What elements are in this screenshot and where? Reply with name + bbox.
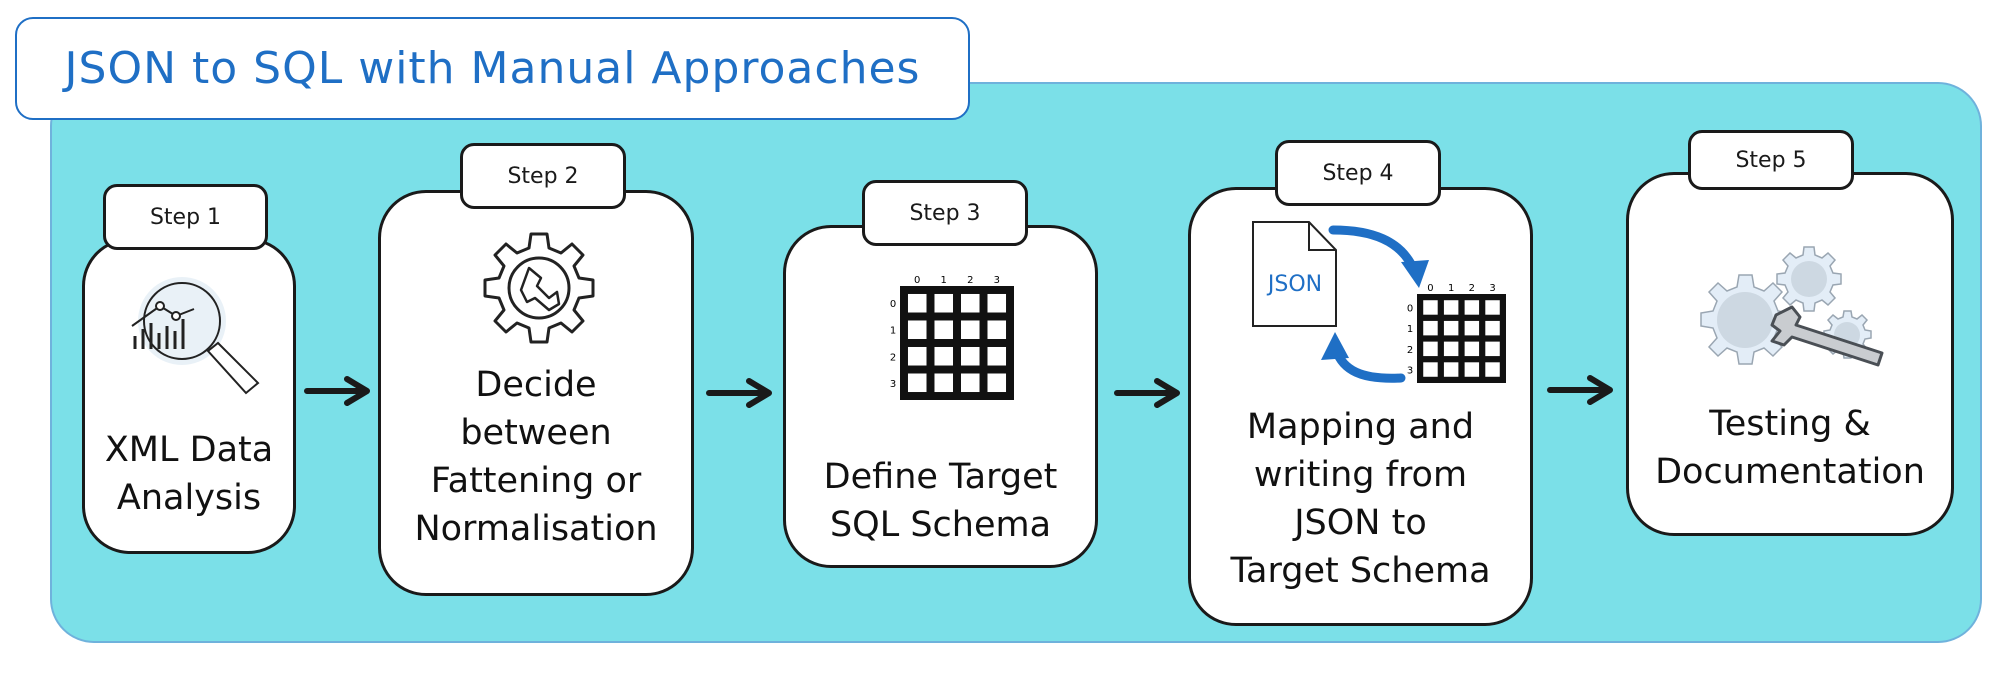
grid-cell — [1485, 341, 1500, 357]
step-1-label: XML Data Analysis — [104, 430, 274, 518]
grid-cell — [960, 320, 980, 340]
grid-cell — [1464, 362, 1480, 377]
grid-cell — [907, 293, 927, 313]
title-box: JSON to SQL with Manual Approaches — [15, 17, 970, 120]
grid-cell — [987, 293, 1007, 313]
grid-cell — [987, 346, 1007, 366]
grid-cell — [1443, 320, 1459, 336]
grid-cell — [960, 346, 980, 366]
grid-cell — [934, 346, 954, 366]
grid-cell — [1423, 341, 1438, 357]
gear-wrench-icon — [483, 232, 595, 344]
step-3-tab-label: Step 3 — [909, 200, 981, 226]
grid-col-label: 0 — [1427, 283, 1433, 294]
mapping-arrows — [1321, 225, 1429, 383]
grid-cell — [960, 373, 980, 393]
step-2-tab: Step 2 — [460, 143, 626, 209]
grid-cell — [934, 293, 954, 313]
grid-col-label: 2 — [1469, 283, 1475, 294]
step-2-box: Decide between Fattening or Normalisatio… — [378, 190, 694, 596]
step-1-tab: Step 1 — [103, 184, 268, 250]
grid-row-label: 2 — [890, 352, 896, 363]
step-1-tab-label: Step 1 — [149, 204, 222, 230]
grid-cell — [1464, 341, 1480, 357]
json-to-table-mapping-icon: JSON 0 1 2 3 0 1 2 3 — [1251, 220, 1531, 410]
grid-cell — [1485, 362, 1500, 377]
grid-cell — [1443, 362, 1459, 377]
grid-col-label: 1 — [1448, 283, 1454, 294]
step-2-tab-label: Step 2 — [507, 163, 579, 189]
table-grid-icon: 0 1 2 3 0 1 2 3 — [1403, 280, 1508, 385]
grid-cell — [1423, 300, 1438, 315]
step-4-box: JSON 0 1 2 3 0 1 2 3 Mapping and writing from J… — [1188, 187, 1533, 626]
step-3-label: Define Target SQL Schema — [823, 457, 1058, 545]
step-4-label: Mapping and writing from JSON to Target … — [1230, 407, 1491, 591]
gears-wrench-icon — [1700, 246, 1884, 367]
step-5-tab-label: Step 5 — [1735, 147, 1807, 173]
json-document-icon — [1252, 221, 1337, 327]
grid-cell — [987, 373, 1007, 393]
grid-cell — [907, 346, 927, 366]
step-4-tab-label: Step 4 — [1322, 160, 1394, 186]
grid-cell — [1443, 341, 1459, 357]
step-5-label: Testing & Documentation — [1655, 404, 1925, 492]
step-3-tab: Step 3 — [862, 180, 1028, 246]
grid-row-label: 1 — [890, 326, 896, 337]
forward-arrow-head — [1401, 260, 1429, 288]
grid-col-label: 0 — [914, 275, 920, 286]
step-5-box: Testing & Documentation — [1626, 172, 1954, 536]
grid-row-label: 0 — [890, 299, 896, 310]
grid-cell — [960, 293, 980, 313]
grid-cell — [1485, 300, 1500, 315]
grid-cell — [907, 320, 927, 340]
grid-cell — [987, 320, 1007, 340]
flow-arrow-3-to-4 — [1114, 378, 1180, 408]
step-2-label: Decide between Fattening or Normalisatio… — [414, 365, 658, 549]
grid-col-label: 1 — [941, 275, 947, 286]
grid-col-label: 3 — [994, 275, 1000, 286]
grid-cell — [1464, 300, 1480, 315]
step-5-tab: Step 5 — [1688, 130, 1854, 190]
grid-col-label: 2 — [967, 275, 973, 286]
step-3-box: 0 1 2 3 0 1 2 3 Define Target SQL Schema — [783, 225, 1098, 568]
grid-col-label: 3 — [1489, 283, 1495, 294]
magnifier-chart-icon — [131, 277, 260, 395]
grid-cell — [1423, 320, 1438, 336]
backward-arrow-head — [1321, 332, 1349, 360]
grid-row-label: 3 — [1407, 366, 1413, 377]
grid-cell — [1464, 320, 1480, 336]
grid-cell — [934, 320, 954, 340]
step-4-tab: Step 4 — [1275, 140, 1441, 206]
flow-arrow-2-to-3 — [706, 378, 772, 408]
grid-cell — [907, 373, 927, 393]
grid-row-label: 0 — [1407, 303, 1413, 314]
table-grid-icon: 0 1 2 3 0 1 2 3 — [886, 272, 1016, 402]
grid-cell — [1423, 362, 1438, 377]
json-document-label: JSON — [1267, 272, 1323, 297]
grid-cell — [1443, 300, 1459, 315]
grid-row-label: 1 — [1407, 324, 1413, 335]
flow-arrow-4-to-5 — [1547, 375, 1613, 405]
grid-cell — [934, 373, 954, 393]
step-1-box: XML Data Analysis — [82, 238, 296, 554]
grid-row-label: 3 — [890, 379, 896, 390]
flow-arrow-1-to-2 — [304, 376, 370, 406]
diagram-title: JSON to SQL with Manual Approaches — [64, 43, 921, 94]
grid-cell — [1485, 320, 1500, 336]
grid-row-label: 2 — [1407, 345, 1413, 356]
